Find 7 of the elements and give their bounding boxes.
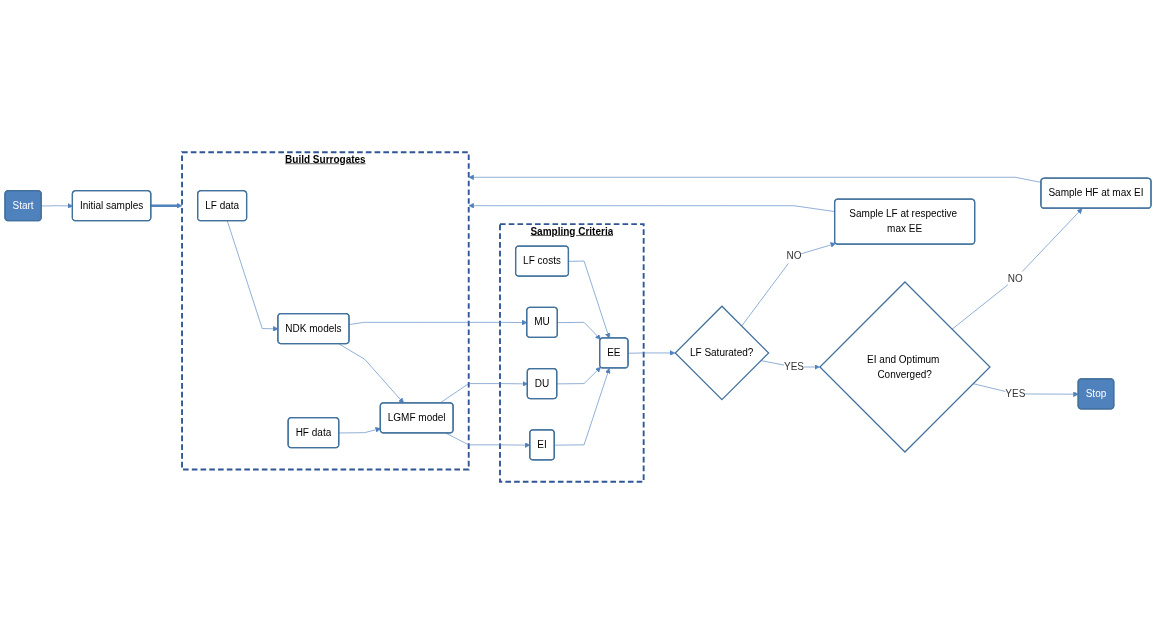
edge-label: NO (786, 250, 802, 261)
edge-label: YES (1005, 388, 1026, 399)
edge-label: NO (1007, 273, 1023, 284)
node-diamond: EI and Optimum Converged? (819, 281, 991, 453)
node-diamond: LF Saturated? (674, 305, 770, 401)
arrow (150, 202, 183, 209)
edge-label: YES (783, 361, 804, 373)
